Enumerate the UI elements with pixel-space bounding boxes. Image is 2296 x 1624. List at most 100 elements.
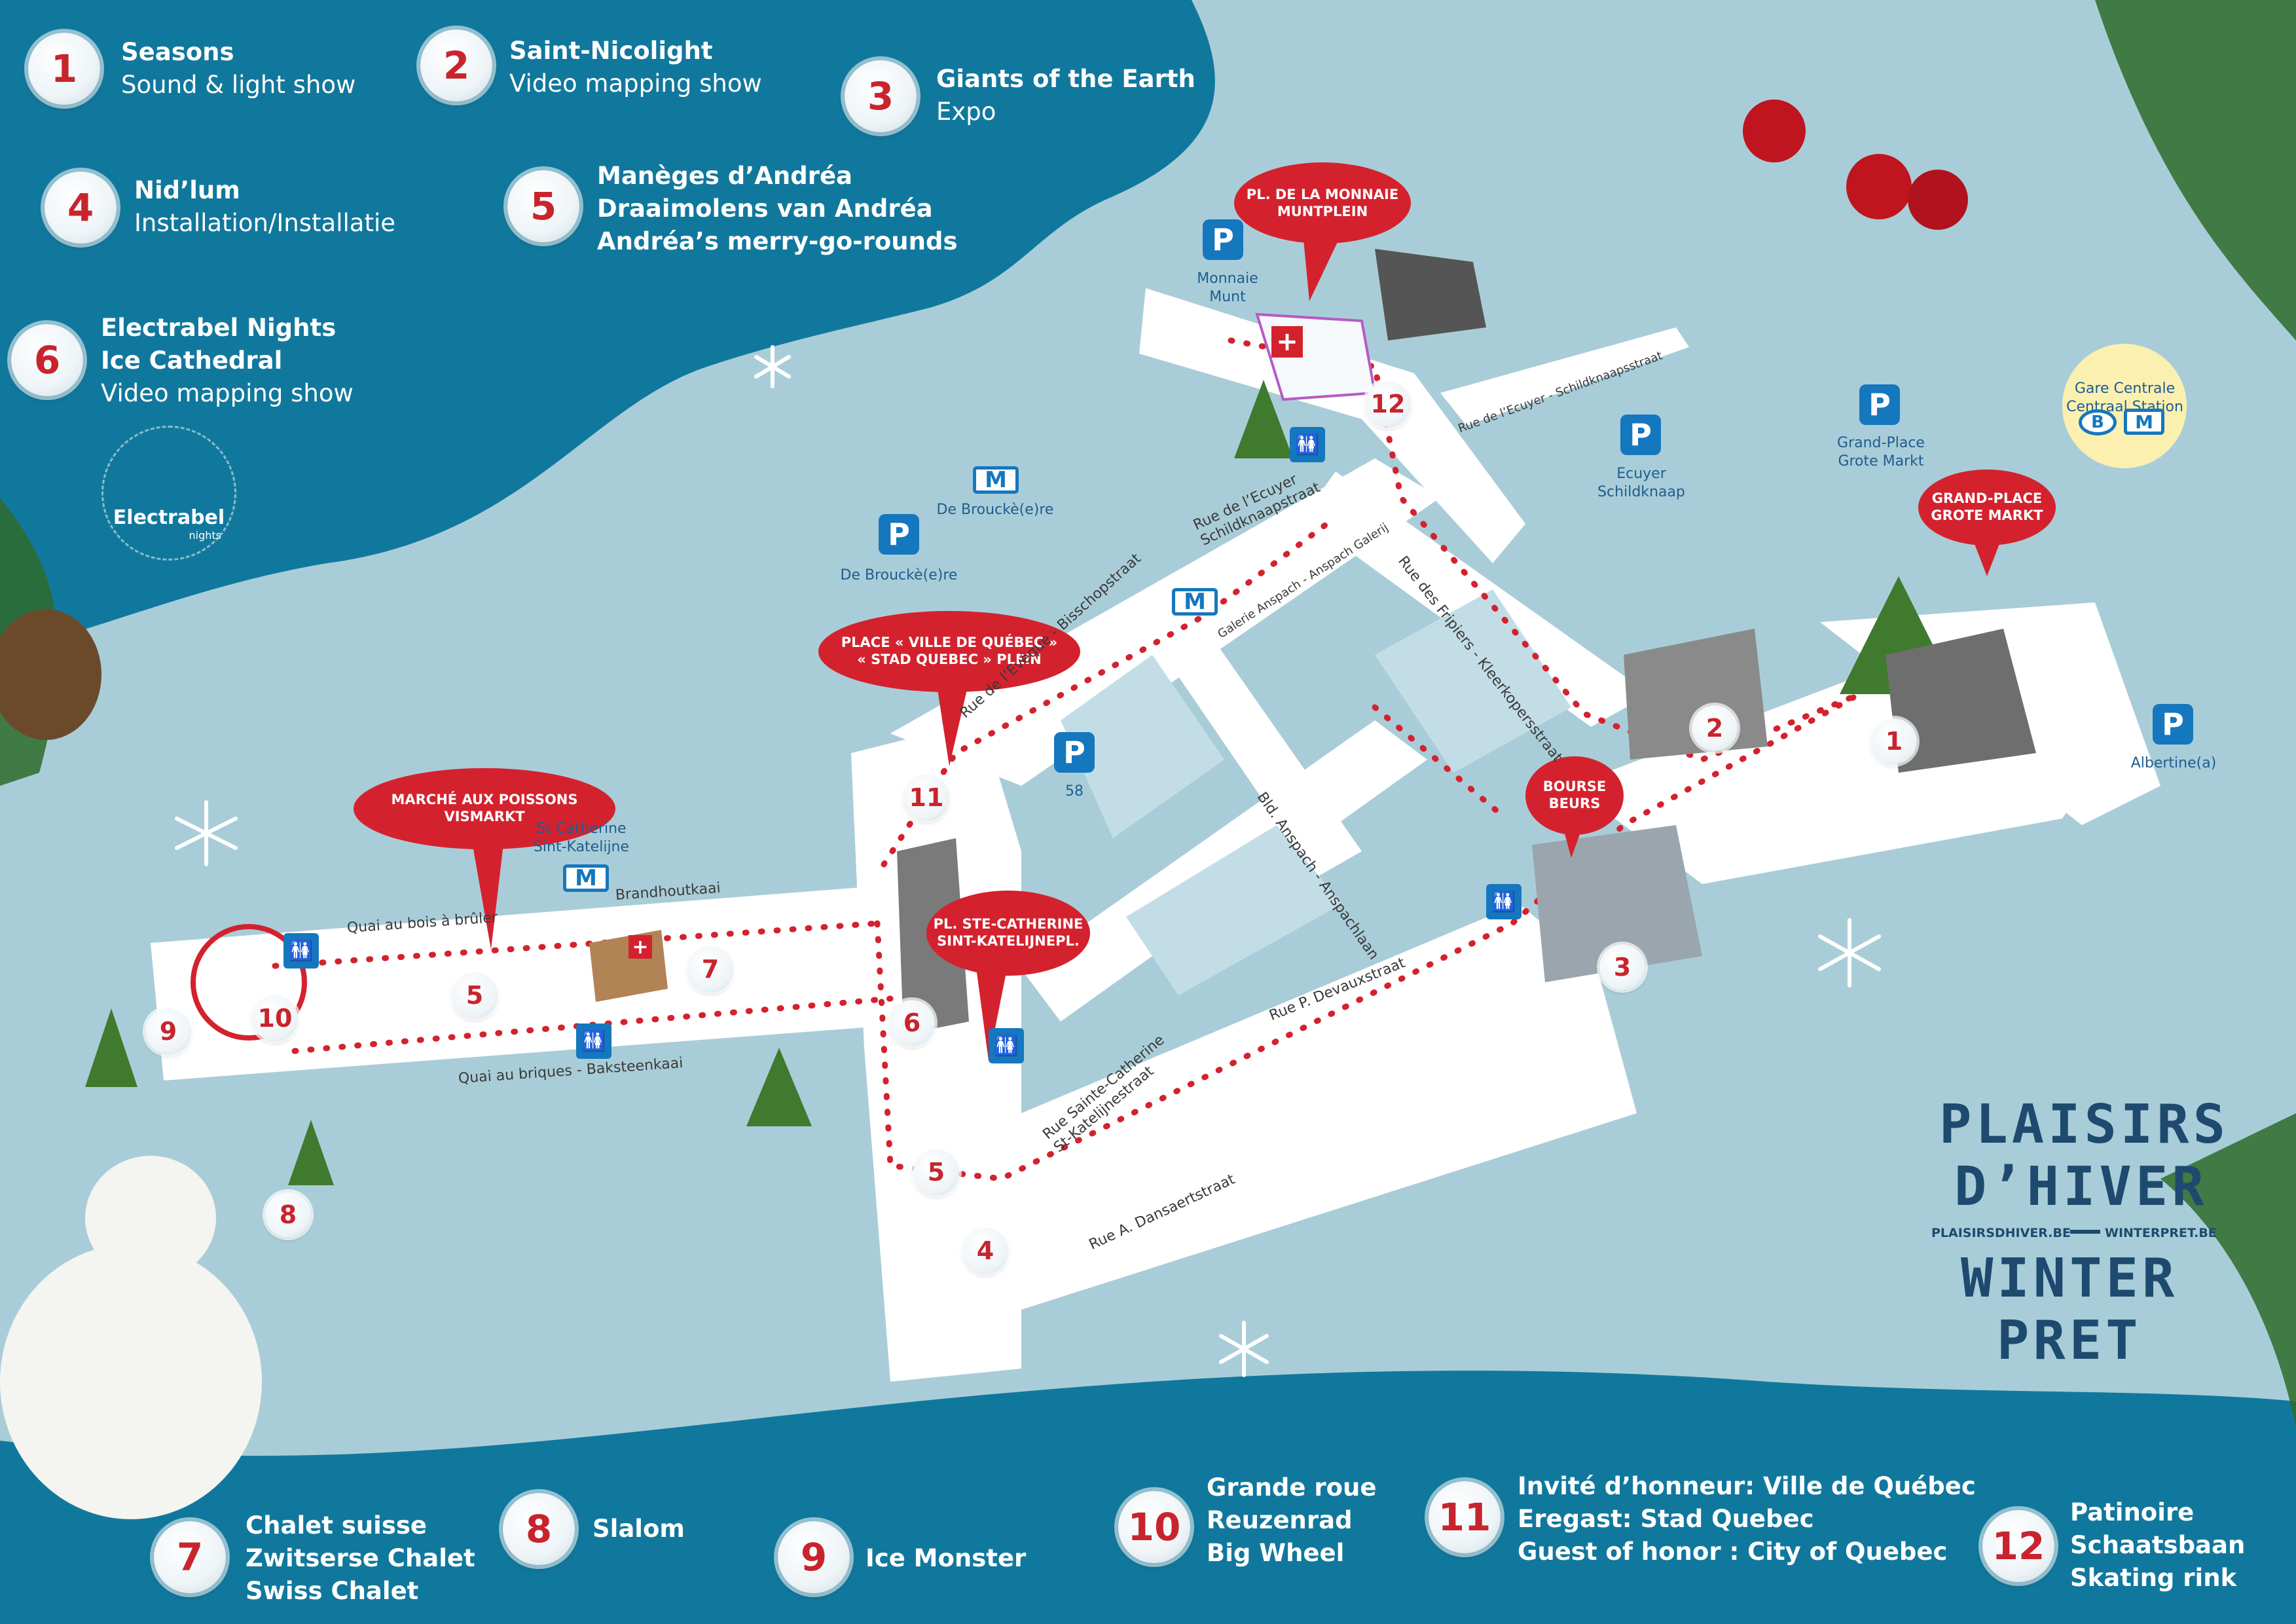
parking-icon: P [2153,704,2193,745]
brand-title-line: D’HIVER [1954,1156,2208,1218]
legend-line: Slalom [592,1515,685,1543]
legend-item-11: Invité d’honneur: Ville de Québec Eregas… [1518,1470,1976,1568]
pin-quebec: PLACE « VILLE DE QUÉBEC » « STAD QUEBEC … [818,634,1080,668]
parking-icon: P [879,514,919,555]
pin-line: GRAND-PLACE [1931,490,2043,506]
polar-bear [0,1244,262,1519]
legend-line: Installation/Installatie [134,209,395,237]
legend-badge-5: 5 [507,170,579,242]
legend-item-4: Nid’lum Installation/Installatie [134,174,395,240]
parking-label-monnaie: Monnaie Munt [1197,270,1258,305]
map-badge-7: 7 [687,946,733,992]
electrabel-logo-sub: nights [189,529,222,542]
map-badge-6: 6 [889,1000,935,1046]
restroom-icon: 🚻 [576,1024,611,1059]
legend-title: Manèges d’Andréa [597,162,853,190]
legend-badge-4: 4 [45,172,117,244]
legend-line: Expo [936,98,996,126]
legend-title: Seasons [121,38,234,66]
pin-line: « STAD QUEBEC » PLEIN [857,652,1042,667]
pin-line: VISMARKT [444,809,525,824]
pin-line: PL. DE LA MONNAIE [1246,187,1399,202]
divider-arrow-icon [2070,1230,2100,1234]
legend-item-8: Slalom [592,1513,685,1545]
metro-icon: M [563,864,609,892]
parking-label-58: 58 [1065,783,1084,800]
legend-line: Skating rink [2070,1564,2237,1592]
legend-line: Big Wheel [1207,1539,1345,1567]
legend-item-9: Ice Monster [866,1542,1026,1575]
map-badge-4: 4 [962,1228,1008,1274]
parking-label-ecuyer: Ecuyer Schildknaap [1597,466,1685,500]
legend-title: Saint-Nicolight [509,37,713,65]
legend-line: Draaimolens van Andréa [597,194,933,223]
brand-title-line: PRET [1997,1310,2142,1372]
sea-top [0,0,1215,655]
map-badge-3: 3 [1599,944,1645,990]
big-wheel [191,924,307,1041]
parking-icon: P [1054,732,1095,773]
legend-line: Video mapping show [509,69,762,98]
brand-title-line: WINTER [1961,1247,2179,1310]
metro-icon: M [973,466,1019,494]
snowflakes [175,345,1881,1377]
legend-line: Sound & light show [121,71,356,99]
pin-line: PL. STE-CATHERINE [933,916,1084,932]
legend-item-12: Patinoire Schaatsbaan Skating rink [2070,1496,2245,1595]
restroom-icon: 🚻 [1486,884,1522,919]
legend-badge-10: 10 [1118,1491,1190,1563]
metro-icon: M [2124,409,2164,435]
legend-item-1: Seasons Sound & light show [121,36,355,101]
map-pins [354,162,2056,1061]
electrabel-logo: Electrabel nights [101,426,236,561]
pin-line: MUNTPLEIN [1277,204,1368,219]
legend-line: Ice Monster [866,1544,1027,1572]
train-icon: B [2079,409,2117,435]
legend-line: Schaatsbaan [2070,1531,2246,1559]
brand-url-left: PLAISIRSDHIVER.BE [1931,1226,2071,1240]
legend-line: Guest of honor : City of Quebec [1518,1538,1948,1566]
legend-line: Andréa’s merry-go-rounds [597,227,958,255]
legend-line: Video mapping show [101,379,354,407]
pine-cone [0,609,101,740]
legend-badge-11: 11 [1429,1481,1501,1553]
pin-monnaie: PL. DE LA MONNAIE MUNTPLEIN [1234,186,1411,220]
map-badge-11: 11 [903,775,949,821]
legend-line: Grande roue [1207,1473,1377,1502]
legend-line: Patinoire [2070,1498,2195,1526]
legend-line: Reuzenrad [1207,1506,1353,1534]
restroom-icon: 🚻 [989,1028,1024,1063]
legend-item-2: Saint-Nicolight Video mapping show [509,35,762,100]
legend-item-7: Chalet suisse Zwitserse Chalet Swiss Cha… [246,1509,475,1608]
restroom-icon: 🚻 [283,933,319,969]
central-station-marker [2062,344,2187,468]
pin-line: SINT-KATELIJNEPL. [937,933,1080,949]
legend-line: Eregast: Stad Quebec [1518,1505,1814,1533]
brand-url-right: WINTERPRET.BE [2105,1226,2217,1240]
parking-icon: P [1620,415,1661,455]
first-aid-icon: + [1271,326,1303,358]
legend-badge-9: 9 [778,1521,850,1593]
ornament-1 [1743,100,1806,162]
pin-grand-place: GRAND-PLACE GROTE MARKT [1918,490,2056,524]
parking-label-brouckere: De Brouckè(e)re [840,567,958,583]
pin-line: MARCHÉ AUX POISSONS [391,792,578,807]
metro-label-brouckere: De Brouckè(e)re [936,502,1054,518]
pin-line: BOURSE [1542,779,1607,794]
parking-icon: P [1859,384,1900,425]
legend-line: Invité d’honneur: Ville de Québec [1518,1472,1976,1500]
legend-title: Giants of the Earth [936,65,1195,93]
pine-branch-top-right [2095,0,2296,341]
map-badge-2: 2 [1692,705,1738,751]
map-badge-12: 12 [1365,381,1411,427]
pin-vismarkt: MARCHÉ AUX POISSONS VISMARKT [354,791,615,825]
parking-icon: P [1203,219,1243,260]
legend-line: Zwitserse Chalet [246,1544,475,1572]
parking-label-albertine: Albertine(a) [2130,755,2217,771]
pin-line: PLACE « VILLE DE QUÉBEC » [841,635,1058,650]
station-line: Gare Centrale [2074,380,2176,397]
metro-icon: M [1172,588,1218,616]
pin-ste-catherine: PL. STE-CATHERINE SINT-KATELIJNEPL. [926,915,1090,950]
metro-label-ste-catherine: St Catherine Sint-Katelijne [533,821,630,855]
